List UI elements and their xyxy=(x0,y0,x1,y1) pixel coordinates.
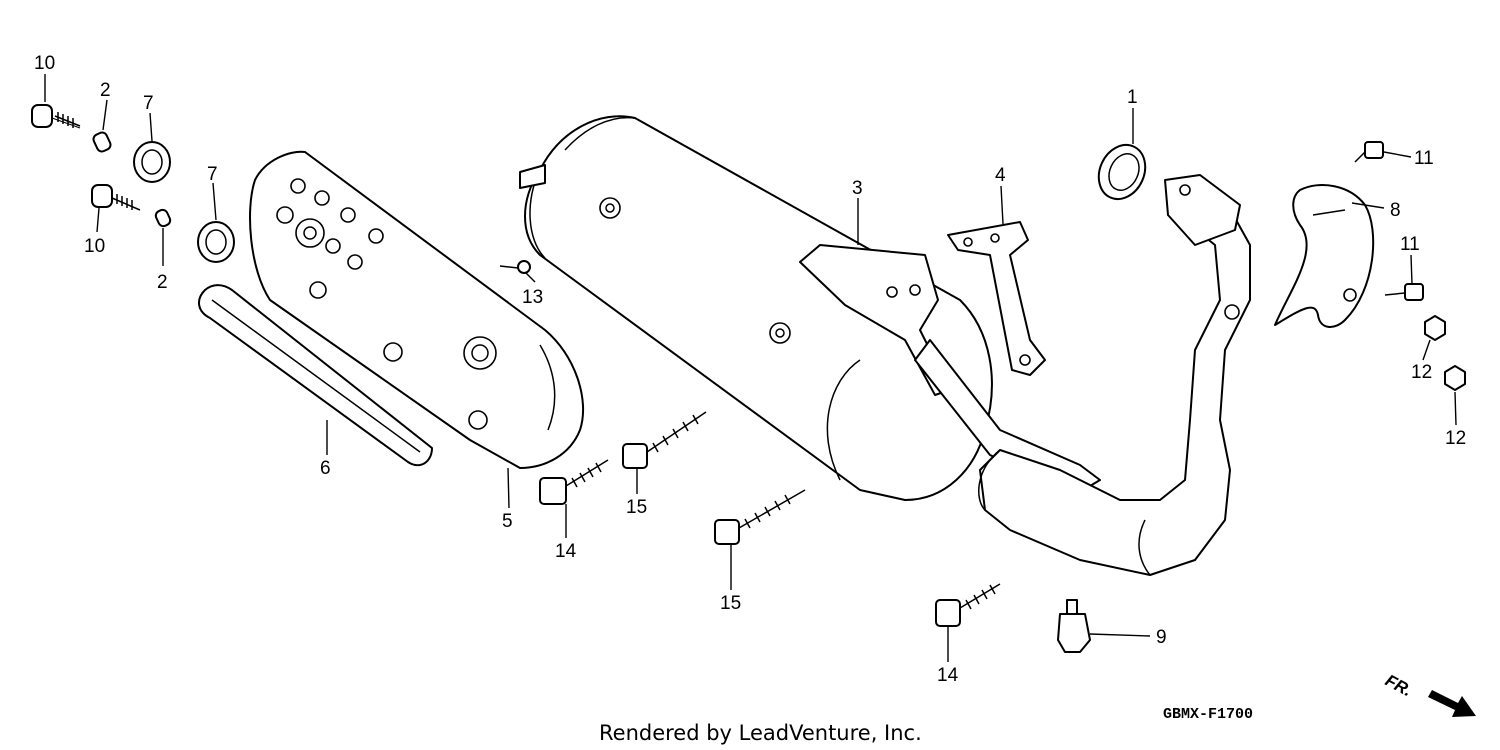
diagram-reference-code: GBMX-F1700 xyxy=(1163,706,1253,723)
collar-part-2-upper xyxy=(92,131,112,153)
screw-part-13 xyxy=(499,260,531,274)
callout-10-upper: 10 xyxy=(34,53,55,74)
callout-15-upper: 15 xyxy=(626,497,647,518)
bracket-part-4 xyxy=(947,221,1046,376)
muffler-assembly xyxy=(519,115,1101,501)
callout-11-upper: 11 xyxy=(1414,148,1434,169)
front-direction-indicator: FR. xyxy=(1382,671,1476,717)
callout-2-lower: 2 xyxy=(157,272,168,293)
callout-10-lower: 10 xyxy=(84,236,105,257)
callout-1: 1 xyxy=(1127,87,1138,108)
bolt-part-11-lower xyxy=(1384,283,1424,301)
sensor-part-9 xyxy=(1057,599,1091,653)
hardware-group xyxy=(31,104,1466,653)
bolt-part-15-upper xyxy=(622,411,707,469)
bolt-part-14-right xyxy=(935,583,1001,627)
callout-labels: 10 2 7 7 10 2 1 3 4 11 8 11 12 12 13 6 5… xyxy=(34,53,1466,686)
callout-15-lower: 15 xyxy=(720,593,741,614)
collar-part-2-lower xyxy=(154,208,172,228)
protector-part-6 xyxy=(198,284,433,467)
callout-4: 4 xyxy=(995,165,1006,186)
callout-5: 5 xyxy=(502,511,513,532)
front-direction-label: FR. xyxy=(1382,671,1415,701)
callout-11-lower: 11 xyxy=(1400,234,1420,255)
pipe-protector-part-8 xyxy=(1274,184,1375,328)
nut-part-12-upper xyxy=(1424,315,1446,341)
callout-2-upper: 2 xyxy=(100,80,111,101)
bolt-part-11-upper xyxy=(1354,141,1384,163)
bolt-part-14-left xyxy=(539,459,609,505)
callout-13: 13 xyxy=(522,287,543,308)
bolt-part-10-upper xyxy=(31,104,81,129)
callout-7-upper: 7 xyxy=(143,93,154,114)
bolt-part-15-lower xyxy=(714,489,806,545)
front-arrow-icon xyxy=(1428,690,1476,717)
callout-6: 6 xyxy=(320,458,331,479)
render-credit: Rendered by LeadVenture, Inc. xyxy=(599,721,922,745)
gasket-part-1 xyxy=(1097,143,1147,201)
callout-12-upper: 12 xyxy=(1411,362,1432,383)
callout-8: 8 xyxy=(1390,200,1401,221)
heat-shield-part-5 xyxy=(249,150,585,469)
grommet-part-7-upper xyxy=(133,141,171,183)
grommet-part-7-lower xyxy=(197,221,235,263)
callout-14-right: 14 xyxy=(937,665,959,686)
callout-3: 3 xyxy=(852,178,863,199)
bolt-part-10-lower xyxy=(91,184,141,211)
callout-9: 9 xyxy=(1156,627,1167,648)
callout-12-lower: 12 xyxy=(1445,428,1466,449)
callout-14-left: 14 xyxy=(555,541,577,562)
leader-lines xyxy=(44,74,1457,662)
exhaust-pipe xyxy=(978,174,1251,576)
nut-part-12-lower xyxy=(1444,365,1466,391)
callout-7-lower: 7 xyxy=(207,164,218,185)
